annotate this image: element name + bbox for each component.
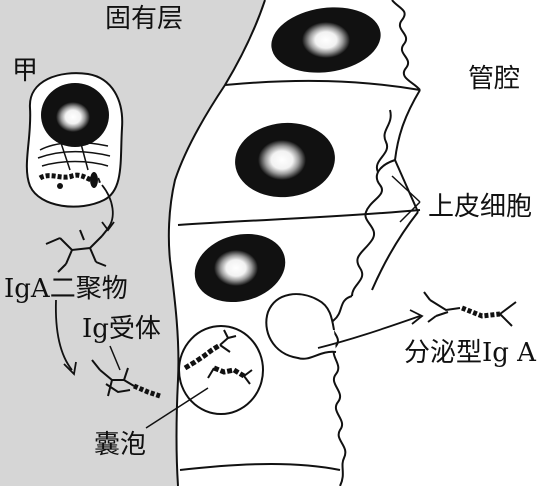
vesicle-drawing (178, 325, 264, 415)
label-iga-dimer: IgA二聚物 (4, 274, 128, 304)
label-cell-jia: 甲 (12, 56, 39, 86)
label-ig-receptor: Ig受体 (82, 314, 161, 344)
label-leaders (109, 175, 421, 429)
label-vesicle: 囊泡 (94, 430, 147, 460)
epithelial-cell-borders (177, 79, 421, 471)
label-secretory-iga: 分泌型Ig A (404, 338, 536, 368)
basement-membrane (167, 0, 266, 486)
label-lumen: 管腔 (468, 64, 521, 94)
epithelial-nuclei (194, 7, 381, 303)
label-epithelial-cell: 上皮细胞 (428, 192, 533, 222)
label-lamina-propria: 固有层 (105, 4, 184, 34)
exocytosis-bulge (265, 293, 337, 360)
microvilli (330, 0, 421, 486)
apical-surface (371, 89, 421, 291)
plasma-cell-jia (25, 72, 124, 208)
flow-arrows (54, 184, 424, 376)
iga-dimer-molecules (45, 225, 111, 273)
receptor-complex-molecules (91, 359, 161, 399)
secretory-iga-molecules (423, 291, 517, 327)
